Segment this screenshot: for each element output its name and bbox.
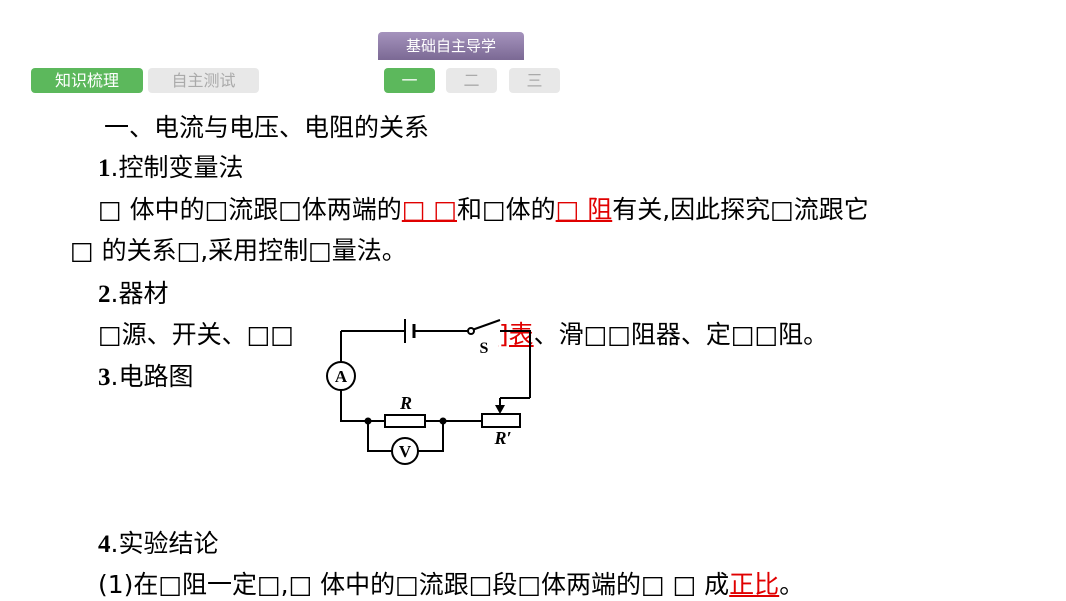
heading-label: .控制变量法: [110, 153, 244, 182]
conclusion-1: (1)在□阻一定□,□ 体中的□流跟□段□体两端的□ □ 成正比。: [98, 565, 804, 601]
voltmeter-wires: [367, 420, 482, 452]
voltmeter-symbol: [391, 437, 419, 465]
tab-self-test[interactable]: 自主测试: [148, 68, 259, 93]
resistor-symbol: [384, 414, 426, 428]
heading-2: 2.器材: [98, 274, 168, 310]
slider-arrow: [495, 405, 505, 414]
paragraph-1: □ 体中的□流跟□体两端的□ □和□体的□ 阻有关,因此探究□流跟它: [98, 190, 869, 226]
text: 和□体的: [457, 195, 556, 224]
answer-blank: 正比: [729, 570, 780, 599]
page-1-button[interactable]: 一: [384, 68, 435, 93]
heading-label: .实验结论: [110, 529, 219, 558]
ammeter-symbol: [326, 361, 356, 391]
heading-1: 1.控制变量法: [98, 148, 243, 184]
page-3-button[interactable]: 三: [509, 68, 560, 93]
answer-blank: ]表: [498, 320, 534, 349]
heading-4: 4.实验结论: [98, 524, 218, 560]
section-header: 基础自主导学: [378, 32, 524, 60]
voltmeter-label: V: [399, 442, 412, 461]
heading-label: .电路图: [110, 362, 194, 391]
text: (1)在□阻一定□,□ 体中的□流跟□段□体两端的□ □ 成: [98, 570, 730, 599]
paragraph-2: □ 的关系□,采用控制□量法。: [70, 236, 407, 265]
rheostat-label: R′: [493, 428, 511, 448]
text: 、滑□□阻器、定□□阻。: [533, 320, 829, 349]
tab-knowledge[interactable]: 知识梳理: [31, 68, 143, 93]
section-title: 一、电流与电压、电阻的关系: [104, 113, 430, 142]
junction-dot: [364, 417, 372, 425]
junction-dot: [439, 417, 447, 425]
heading-number: 1: [98, 155, 111, 182]
ammeter-label: A: [335, 367, 348, 386]
resistor-label: R: [399, 393, 412, 413]
heading-label: .器材: [110, 279, 169, 308]
heading-3: 3.电路图: [98, 357, 193, 393]
page-2-button[interactable]: 二: [446, 68, 497, 93]
text: 有关,因此探究□流跟它: [612, 195, 869, 224]
rheostat-symbol: [481, 413, 521, 428]
heading-number: 4: [98, 531, 111, 558]
heading-number: 2: [98, 281, 111, 308]
text: 。: [779, 570, 805, 599]
answer-blank: □ 阻: [555, 195, 613, 224]
text: □ 体中的□流跟□体两端的: [98, 195, 402, 224]
heading-number: 3: [98, 364, 111, 391]
text: □源、开关、□□: [98, 320, 294, 349]
answer-blank: □ □: [401, 195, 458, 224]
paragraph-3: □源、开关、□□ ]表、滑□□阻器、定□□阻。: [98, 315, 828, 351]
